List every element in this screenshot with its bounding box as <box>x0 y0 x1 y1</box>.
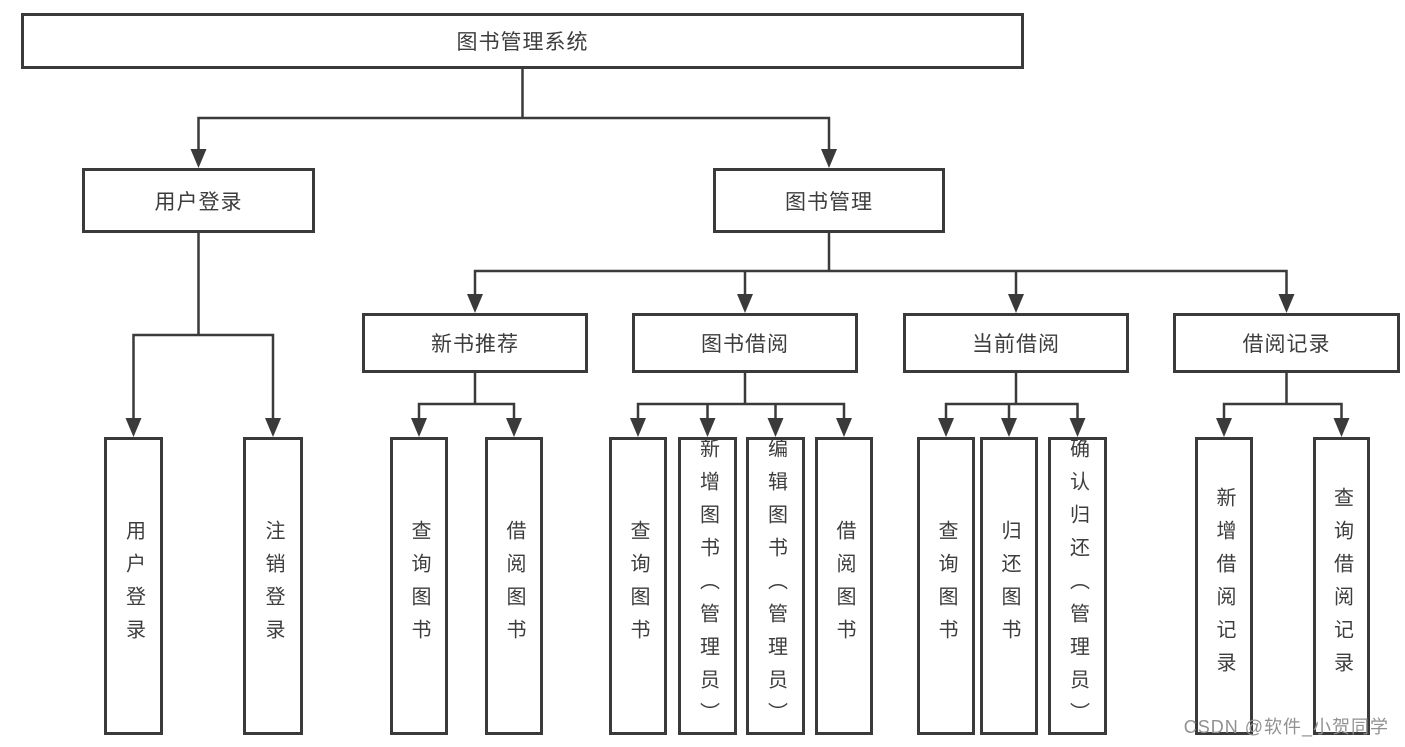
arrowhead-icon <box>1278 294 1295 313</box>
arrowhead-icon <box>630 418 646 437</box>
arrowhead-icon <box>1333 418 1350 437</box>
node-label: 新增图书（管理员） <box>696 437 719 735</box>
node-label: 查询图书 <box>408 520 430 652</box>
node-user-login: 用户登录 <box>82 168 315 233</box>
node-label: 查询借阅记录 <box>1330 487 1353 685</box>
node-nb-query: 查询图书 <box>390 437 448 735</box>
node-label: 注销登录 <box>262 520 284 652</box>
arrowhead-icon <box>411 418 427 437</box>
arrowhead-icon <box>506 418 522 437</box>
node-book-mgmt: 图书管理 <box>713 168 945 233</box>
arrowhead-icon <box>467 294 483 313</box>
node-label: 确认归还（管理员） <box>1066 437 1089 735</box>
node-label: 查询图书 <box>935 520 957 652</box>
node-cb-return: 归还图书 <box>980 437 1038 735</box>
arrowhead-icon <box>1216 418 1232 437</box>
arrowhead-icon <box>821 149 837 168</box>
arrowhead-icon <box>699 418 716 437</box>
node-new-book-rec: 新书推荐 <box>362 313 588 373</box>
node-label: 用户登录 <box>154 190 243 214</box>
node-br-query: 查询借阅记录 <box>1313 437 1370 735</box>
node-label: 借阅图书 <box>833 520 855 652</box>
node-root: 图书管理系统 <box>21 13 1024 69</box>
arrowhead-icon <box>1001 418 1017 437</box>
node-label: 图书管理 <box>785 190 873 214</box>
node-label: 借阅记录 <box>1242 333 1331 356</box>
node-label: 编辑图书（管理员） <box>764 437 787 735</box>
node-ul-logout: 注销登录 <box>243 437 303 735</box>
arrowhead-icon <box>737 294 753 313</box>
arrowhead-icon <box>1069 418 1086 437</box>
node-ul-login: 用户登录 <box>104 437 163 735</box>
node-bb-add: 新增图书（管理员） <box>678 437 737 735</box>
node-bb-borrow: 借阅图书 <box>815 437 873 735</box>
arrowhead-icon <box>265 418 281 437</box>
node-label: 图书借阅 <box>701 333 789 356</box>
node-borrow-records: 借阅记录 <box>1173 313 1400 373</box>
arrowhead-icon <box>125 418 142 437</box>
node-label: 图书管理系统 <box>456 31 589 54</box>
arrowhead-icon <box>1008 294 1024 313</box>
node-bb-edit: 编辑图书（管理员） <box>746 437 805 735</box>
node-current-borrow: 当前借阅 <box>903 313 1129 373</box>
node-label: 用户登录 <box>122 520 145 652</box>
arrowhead-icon <box>938 418 954 437</box>
node-label: 借阅图书 <box>503 520 525 652</box>
watermark-text: CSDN @软件_小贺同学 <box>1183 717 1389 737</box>
node-cb-confirm: 确认归还（管理员） <box>1048 437 1107 735</box>
arrowhead-icon <box>767 418 784 437</box>
node-label: 查询图书 <box>627 520 649 652</box>
node-book-borrow: 图书借阅 <box>632 313 858 373</box>
node-label: 新增借阅记录 <box>1213 487 1235 685</box>
node-label: 归还图书 <box>998 520 1020 652</box>
node-br-add: 新增借阅记录 <box>1195 437 1253 735</box>
arrowhead-icon <box>190 149 207 168</box>
node-cb-query: 查询图书 <box>917 437 975 735</box>
node-bb-query: 查询图书 <box>609 437 667 735</box>
node-label: 新书推荐 <box>431 333 519 356</box>
node-label: 当前借阅 <box>972 333 1060 356</box>
arrowhead-icon <box>836 418 852 437</box>
node-nb-borrow: 借阅图书 <box>485 437 543 735</box>
tree-connector-path <box>132 67 1343 423</box>
